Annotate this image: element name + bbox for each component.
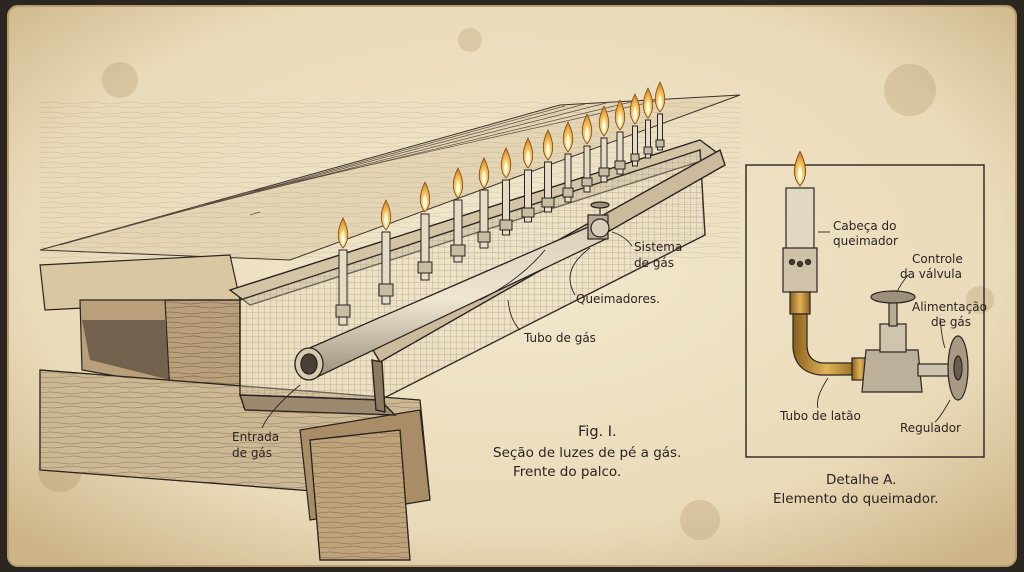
label-tubo-latao: Tubo de latão xyxy=(779,409,861,423)
gas-pipe xyxy=(294,221,609,381)
label-tubo-gas: Tubo de gás xyxy=(523,331,596,345)
label-alimentacao-line1: Alimentação xyxy=(912,300,987,314)
label-sistema-line2: de gás xyxy=(634,256,674,270)
label-regulador: Regulador xyxy=(900,421,961,435)
label-queimadores: Queimadores. xyxy=(576,292,660,306)
detail-burner xyxy=(782,150,869,381)
label-controle-line2: da válvula xyxy=(900,267,962,281)
detail-title-line2: Elemento do queimador. xyxy=(773,491,939,507)
detail-valve xyxy=(861,290,969,401)
label-alimentacao-line2: de gás xyxy=(931,315,971,329)
figure-caption-line2: Frente do palco. xyxy=(513,464,621,480)
burners xyxy=(335,81,666,326)
label-controle-line1: Controle xyxy=(912,252,963,266)
main-valve xyxy=(587,201,610,240)
label-cabeca-line2: queimador xyxy=(833,234,898,248)
detail-frame xyxy=(745,164,985,458)
figure-caption-line1: Seção de luzes de pé a gás. xyxy=(493,445,681,461)
detail-title-line1: Detalhe A. xyxy=(826,472,896,488)
label-sistema-line1: Sistema xyxy=(634,240,682,254)
label-entrada-line2: de gás xyxy=(232,446,272,460)
figure-number: Fig. I. xyxy=(578,424,617,440)
label-cabeca-line1: Cabeça do xyxy=(833,219,896,233)
label-entrada-line1: Entrada xyxy=(232,430,279,444)
